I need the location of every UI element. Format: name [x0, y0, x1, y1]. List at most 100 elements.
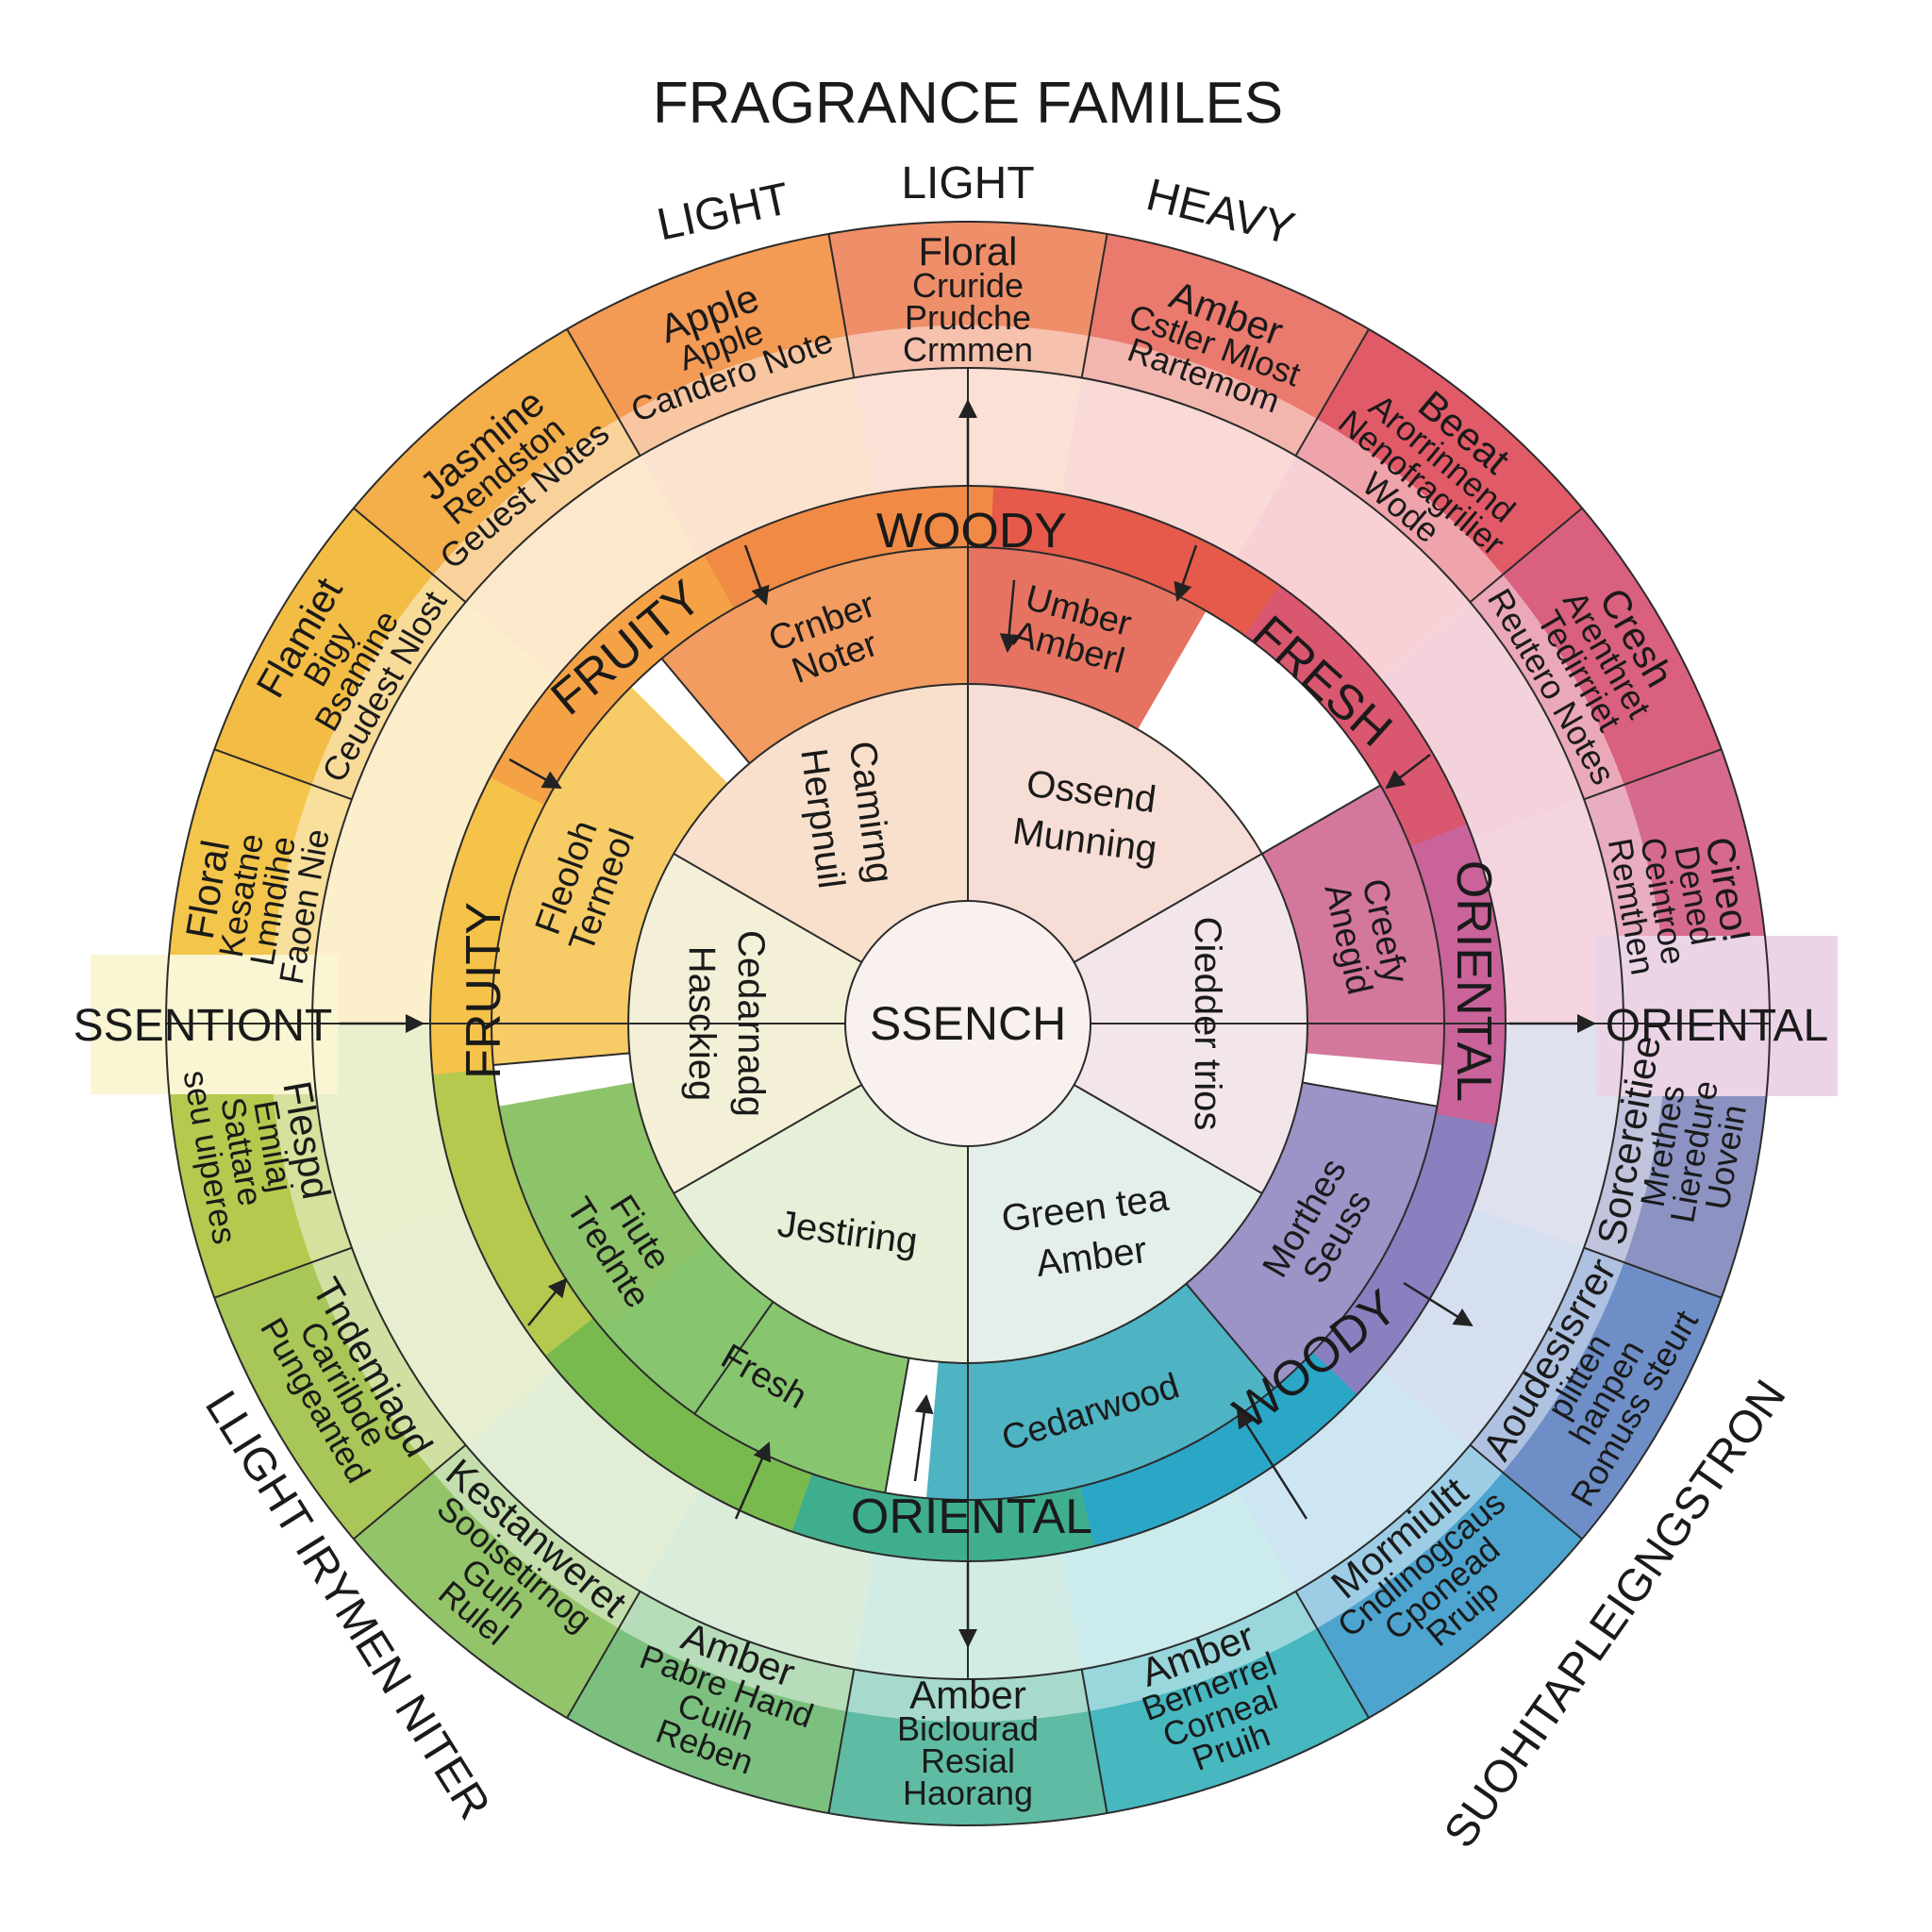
outer-segment [1317, 328, 1583, 575]
pale-segment [1060, 377, 1296, 558]
ring-label-oriental-bottom: ORIENTAL [851, 1490, 1092, 1544]
outer-separator [213, 1246, 353, 1299]
outer-segment-inner-tint [1081, 1591, 1317, 1711]
family-segment [1074, 1352, 1357, 1548]
pale-ring [312, 367, 1624, 1679]
pale-segment [1060, 1489, 1296, 1670]
inner-segment-line: Hasckieg [681, 946, 723, 1102]
outer-segment [1502, 1262, 1722, 1540]
outer-segment-line: Biclourad [897, 1709, 1039, 1748]
center-circle [844, 900, 1091, 1147]
inner-separator [1074, 1084, 1263, 1194]
inner-segment [674, 1085, 968, 1363]
outer-separator [353, 1443, 467, 1541]
mid-separator [884, 1357, 910, 1493]
outer-separator [566, 328, 641, 457]
outer-separator [213, 748, 353, 801]
outer-segment [353, 328, 619, 575]
outer-segment-inner-tint [1295, 1444, 1503, 1628]
outer-segment-line: Floral [918, 229, 1017, 274]
outer-segment-inner-tint [1081, 336, 1317, 457]
outer-separator [1080, 1669, 1108, 1814]
outer-segment-inner-tint [311, 575, 466, 800]
inner-separator [673, 853, 862, 963]
outer-segment-inner-tint [619, 336, 855, 457]
outer-segment-line: Resial [921, 1741, 1015, 1780]
mid-segment [491, 686, 728, 1066]
outer-segment [828, 222, 1108, 337]
mid-separator [1261, 784, 1381, 855]
inner-segment-label: Ciedder trios [1187, 917, 1228, 1131]
family-segment [490, 555, 735, 806]
outer-separator [1080, 233, 1108, 378]
outer-separator [827, 1669, 856, 1814]
outer-segment [1089, 233, 1369, 420]
outer-separator [566, 1591, 641, 1719]
chart-title: FRAGRANCE FAMILES [653, 71, 1283, 136]
outer-separator [1294, 328, 1370, 457]
outer-segment-inner-tint [846, 1669, 1090, 1723]
outer-segment-inner-tint [433, 1444, 641, 1628]
pale-segment [312, 1024, 463, 1248]
outer-separator [827, 233, 856, 378]
outer-segment-inner-tint [1470, 575, 1624, 800]
outer-ring [166, 222, 1770, 1825]
edge-label-top: LIGHT [901, 158, 1034, 208]
outer-segment-inner-tint [619, 1591, 855, 1711]
outer-segment-inner-tint [433, 419, 641, 603]
inner-separator [673, 1084, 862, 1194]
outer-segment-line: Haorang [903, 1774, 1033, 1812]
outer-separator [1469, 1443, 1583, 1541]
pale-segment [351, 1207, 557, 1445]
pale-segment [1237, 456, 1471, 678]
outer-segment [214, 508, 434, 785]
pale-segment [1473, 1024, 1624, 1248]
mid-separator [1185, 1283, 1275, 1390]
pale-segment [1379, 1207, 1585, 1445]
family-segment [699, 486, 1000, 611]
mid-segment [603, 1241, 909, 1493]
outer-segment-inner-tint [311, 1247, 466, 1473]
side-label-left: SSENTIONT [74, 1001, 333, 1051]
mid-segment [661, 547, 968, 764]
family-segment [1243, 585, 1470, 852]
pale-segment [465, 456, 699, 678]
inner-segment [674, 684, 968, 962]
outer-segment-line: Prudche [905, 298, 1031, 337]
pale-segment [1237, 1369, 1471, 1591]
outer-separator [1583, 748, 1723, 801]
mid-segment [1186, 1082, 1438, 1389]
outer-segment-line: Amber [909, 1673, 1026, 1717]
family-segment [991, 486, 1285, 639]
pale-segment [1379, 602, 1585, 841]
outer-separator [1469, 507, 1583, 604]
outer-border [165, 221, 1771, 1826]
outer-segment-line: Crmmen [903, 330, 1033, 369]
family-ring [430, 486, 1506, 1562]
inner-ring [627, 684, 1308, 1363]
outer-segment [1089, 1627, 1369, 1814]
pale-segment [465, 1369, 699, 1591]
outer-segment [567, 1627, 847, 1814]
inner-segment-line: Cedarnadg [730, 930, 772, 1117]
pale-segment [640, 377, 875, 558]
center-label: SSENCH [870, 997, 1066, 1050]
inner-segment [968, 1085, 1262, 1363]
mid-segment [968, 547, 1207, 730]
outer-segment-inner-tint [846, 325, 1090, 378]
mid-separator [693, 1301, 774, 1415]
mid-separator [1302, 1081, 1438, 1108]
flow-arrows [340, 399, 1596, 1648]
outer-segment-inner-tint [1470, 1247, 1624, 1473]
family-segment [541, 1313, 812, 1532]
right-side-box [1596, 936, 1838, 1096]
family-segment [1308, 1113, 1496, 1399]
family-segment [1409, 824, 1506, 1131]
pale-segment [640, 1489, 875, 1670]
